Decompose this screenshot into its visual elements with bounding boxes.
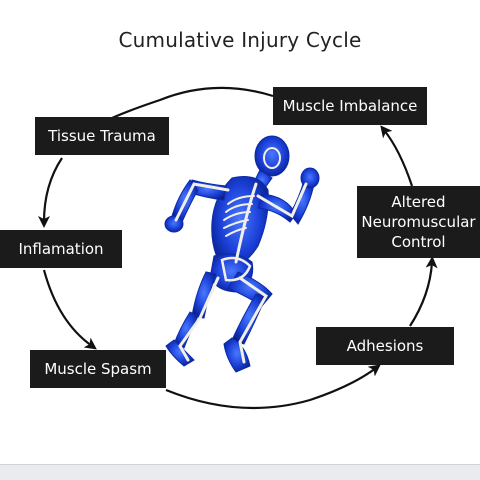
arc-spasm-to-adhesions [165, 364, 381, 410]
stage-adhesions-label: Adhesions [346, 337, 424, 355]
stage-muscle-imbalance: Muscle Imbalance [273, 87, 427, 125]
stage-altered-neuromuscular-control: Altered Neuromuscular Control [357, 186, 480, 258]
arc-altered-to-imbalance [380, 125, 414, 187]
bottom-divider [0, 464, 480, 480]
figure-skeleton [174, 147, 308, 364]
stage-altered-label-line2: Neuromuscular [361, 213, 476, 231]
stage-inflamation-label: Inflamation [18, 240, 104, 258]
arc-inflamation-to-spasm [42, 269, 97, 350]
arc-imbalance-to-trauma [111, 86, 274, 120]
stage-muscle-imbalance-label: Muscle Imbalance [282, 97, 418, 115]
stage-tissue-trauma: Tissue Trauma [35, 117, 169, 155]
stage-inflamation: Inflamation [0, 230, 122, 268]
stage-tissue-trauma-label: Tissue Trauma [48, 127, 156, 145]
stage-altered-label-line3: Control [391, 233, 446, 251]
arc-adhesions-to-altered [409, 256, 438, 327]
stage-muscle-spasm-label: Muscle Spasm [44, 360, 152, 378]
diagram-title: Cumulative Injury Cycle [118, 28, 362, 52]
stage-muscle-spasm: Muscle Spasm [30, 350, 166, 388]
arc-trauma-to-inflamation [38, 157, 63, 228]
stage-altered-label-line1: Altered [391, 193, 446, 211]
stage-adhesions: Adhesions [316, 327, 454, 365]
